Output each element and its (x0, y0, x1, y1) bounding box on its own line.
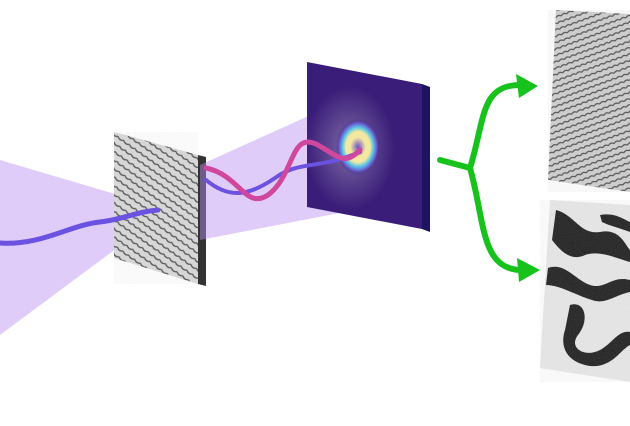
diffraction-ring (336, 119, 380, 175)
arrow-branch-bottom (467, 165, 525, 273)
incident-wave (0, 207, 161, 246)
arrow-stem (437, 157, 473, 171)
output-arrows (437, 82, 525, 273)
scattered-wave-blue (204, 150, 362, 195)
detector-panel (305, 62, 430, 232)
arrow-head-bottom-icon (517, 258, 540, 282)
output-domains (540, 200, 630, 382)
scattered-wave-magenta (203, 139, 363, 202)
arrow-branch-top (467, 82, 523, 171)
arrow-head-top-icon (516, 74, 538, 98)
output-speckle (548, 10, 630, 192)
